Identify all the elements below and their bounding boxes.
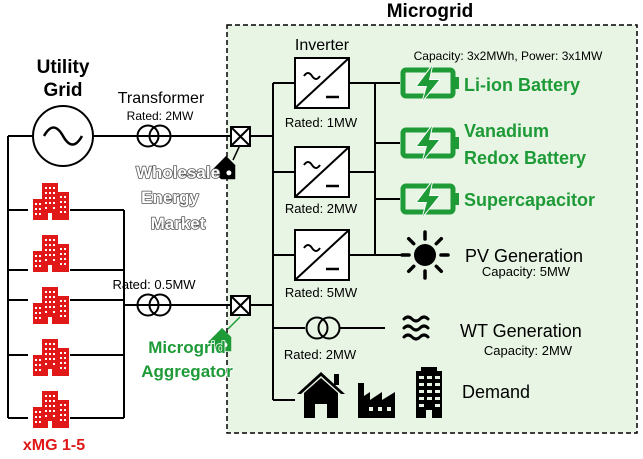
storage-3-line1: Supercapacitor <box>464 190 595 210</box>
utility-grid-title-line1: Utility <box>37 57 90 78</box>
storage-caption: Capacity: 3x2MWh, Power: 3x1MW <box>414 49 603 63</box>
house-icon <box>297 372 345 418</box>
factory-icon <box>358 383 395 418</box>
wt-transformer-rating: Rated: 2MW <box>284 347 357 362</box>
transformer-bottom-rating: Rated: 0.5MW <box>112 277 196 292</box>
microgrid-title: Microgrid <box>387 1 474 22</box>
wind-icon <box>402 315 430 341</box>
pv-capacity: Capacity: 5MW <box>482 264 571 279</box>
wholesale-market-line1: Wholesale <box>136 163 220 182</box>
wt-label: WT Generation <box>460 321 582 341</box>
inverter-icon <box>293 145 351 199</box>
storage-1-line1: Li-ion Battery <box>464 75 580 95</box>
office-building-icon <box>416 367 442 418</box>
sun-icon <box>400 230 450 280</box>
transformer-rating: Rated: 2MW <box>127 109 194 123</box>
inverter-icon <box>293 228 351 282</box>
inverter-icon <box>293 56 351 110</box>
storage-2-line2: Redox Battery <box>464 148 586 168</box>
pv-label: PV Generation <box>465 246 583 266</box>
ac-source-icon <box>32 105 94 167</box>
storage-2-line1: Vanadium <box>464 121 549 141</box>
aggregator-line2: Aggregator <box>141 362 233 381</box>
building-icon <box>33 391 69 428</box>
inverter-1-rating: Rated: 1MW <box>285 115 358 130</box>
transformer-label: Transformer <box>118 90 205 107</box>
breaker-icon <box>230 126 251 147</box>
building-icon <box>33 235 69 272</box>
building-icon <box>33 287 69 324</box>
building-icon <box>33 339 69 376</box>
utility-grid-title-line2: Grid <box>43 80 82 101</box>
aggregator-line1: Microgrid <box>148 338 225 357</box>
price-tag-icon <box>211 155 236 180</box>
wt-capacity: Capacity: 2MW <box>484 343 573 358</box>
building-icon <box>33 183 69 220</box>
xmg-label: xMG 1-5 <box>23 437 85 454</box>
inverter-3-rating: Rated: 5MW <box>285 285 358 300</box>
wholesale-market-line3: Market <box>151 214 206 233</box>
demand-label: Demand <box>462 382 530 402</box>
wholesale-market-line2: Energy <box>141 188 199 207</box>
inverter-title: Inverter <box>295 37 350 54</box>
price-tag-icon <box>207 327 232 352</box>
inverter-2-rating: Rated: 2MW <box>285 201 358 216</box>
breaker-icon <box>230 295 251 316</box>
